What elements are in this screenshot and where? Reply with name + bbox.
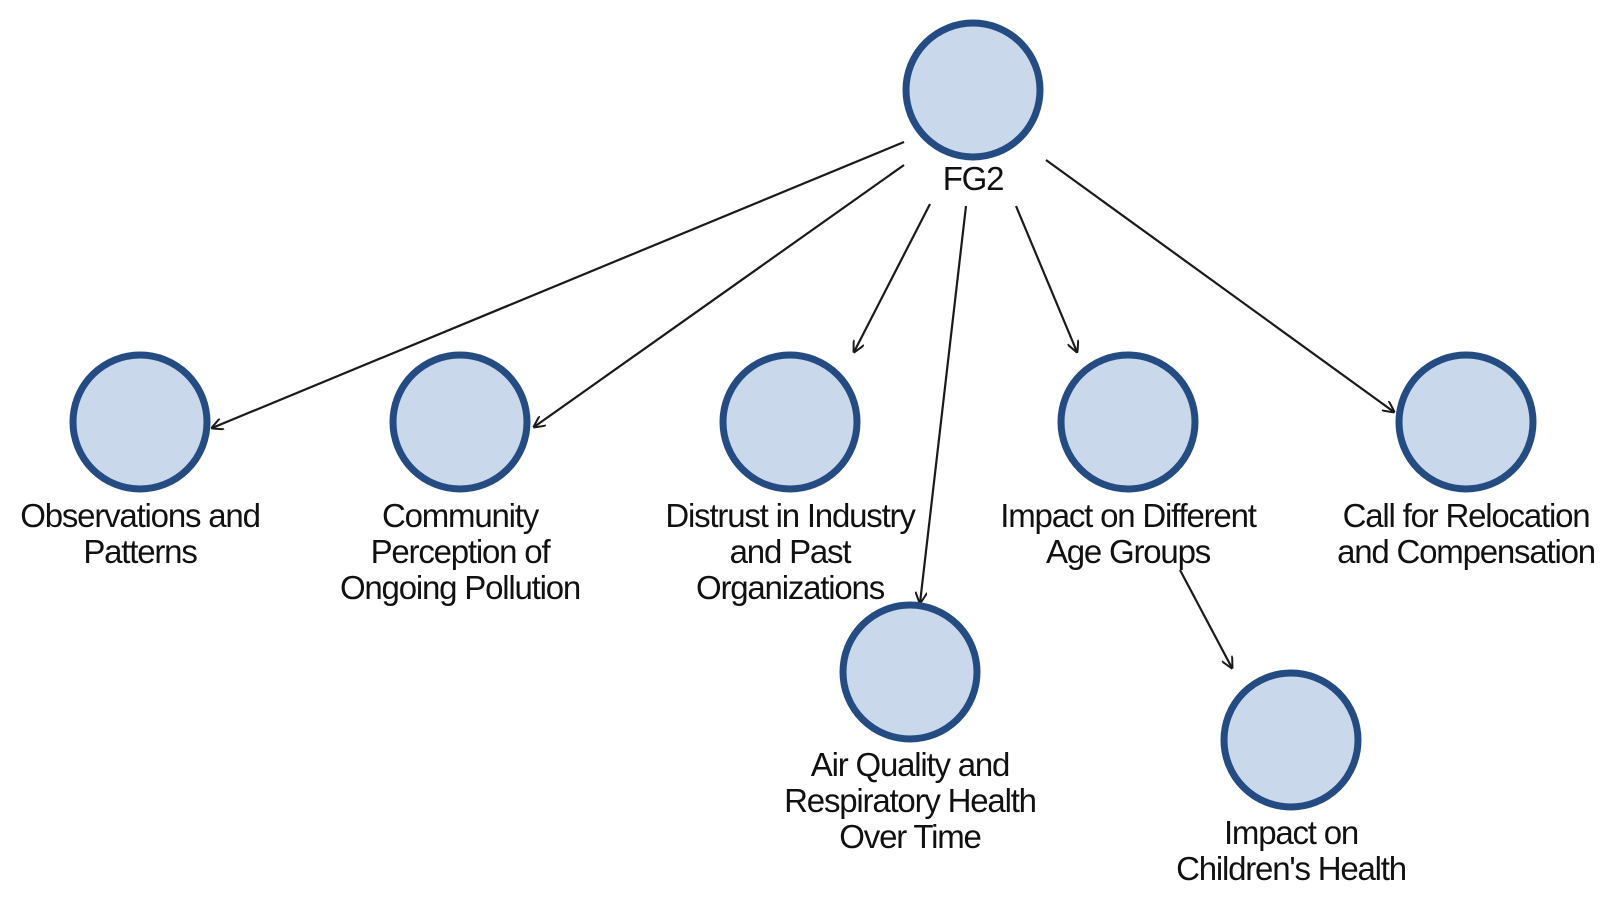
edge-age-groups-to-children: [1179, 569, 1232, 668]
node-label-line: and Past: [730, 533, 852, 570]
edge-fg2-to-community: [534, 164, 905, 427]
node-circle-fg2[interactable]: [902, 19, 1044, 161]
node-label-line: Air Quality and: [811, 746, 1009, 783]
node-label-line: Perception of: [371, 533, 552, 570]
edge-fg2-to-observations: [212, 140, 905, 428]
node-label-line: Community: [382, 497, 540, 534]
node-fg2[interactable]: FG2: [902, 19, 1044, 197]
node-label-line: Observations and: [20, 497, 259, 534]
node-label-line: Patterns: [83, 533, 197, 570]
node-label-line: Impact on Different: [1000, 497, 1256, 534]
node-label-line: Over Time: [839, 818, 980, 855]
node-label-line: Organizations: [696, 569, 885, 606]
node-label-line: Call for Relocation: [1343, 497, 1590, 534]
node-circle-air-quality[interactable]: [839, 601, 981, 743]
node-label-line: Age Groups: [1046, 533, 1211, 570]
edge-fg2-to-relocation: [1045, 159, 1394, 412]
edge-layer: [212, 140, 1394, 668]
node-circle-community[interactable]: [389, 351, 531, 493]
node-circle-age-groups[interactable]: [1057, 351, 1199, 493]
edge-fg2-to-air-quality: [920, 205, 968, 603]
node-label-fg2: FG2: [943, 160, 1004, 197]
edge-fg2-to-age-groups: [1014, 205, 1077, 352]
node-circle-relocation[interactable]: [1395, 351, 1537, 493]
node-label-line: Impact on: [1224, 814, 1358, 851]
edge-fg2-to-distrust: [854, 203, 931, 352]
node-circle-distrust[interactable]: [719, 351, 861, 493]
node-label-line: and Compensation: [1337, 533, 1595, 570]
node-circle-children[interactable]: [1220, 669, 1362, 811]
node-label-line: Children's Health: [1176, 850, 1406, 887]
node-label-line: Ongoing Pollution: [340, 569, 580, 606]
node-label-line: FG2: [943, 160, 1004, 197]
node-circle-observations[interactable]: [69, 351, 211, 493]
node-label-line: Distrust in Industry: [665, 497, 916, 534]
node-label-line: Respiratory Health: [784, 782, 1036, 819]
